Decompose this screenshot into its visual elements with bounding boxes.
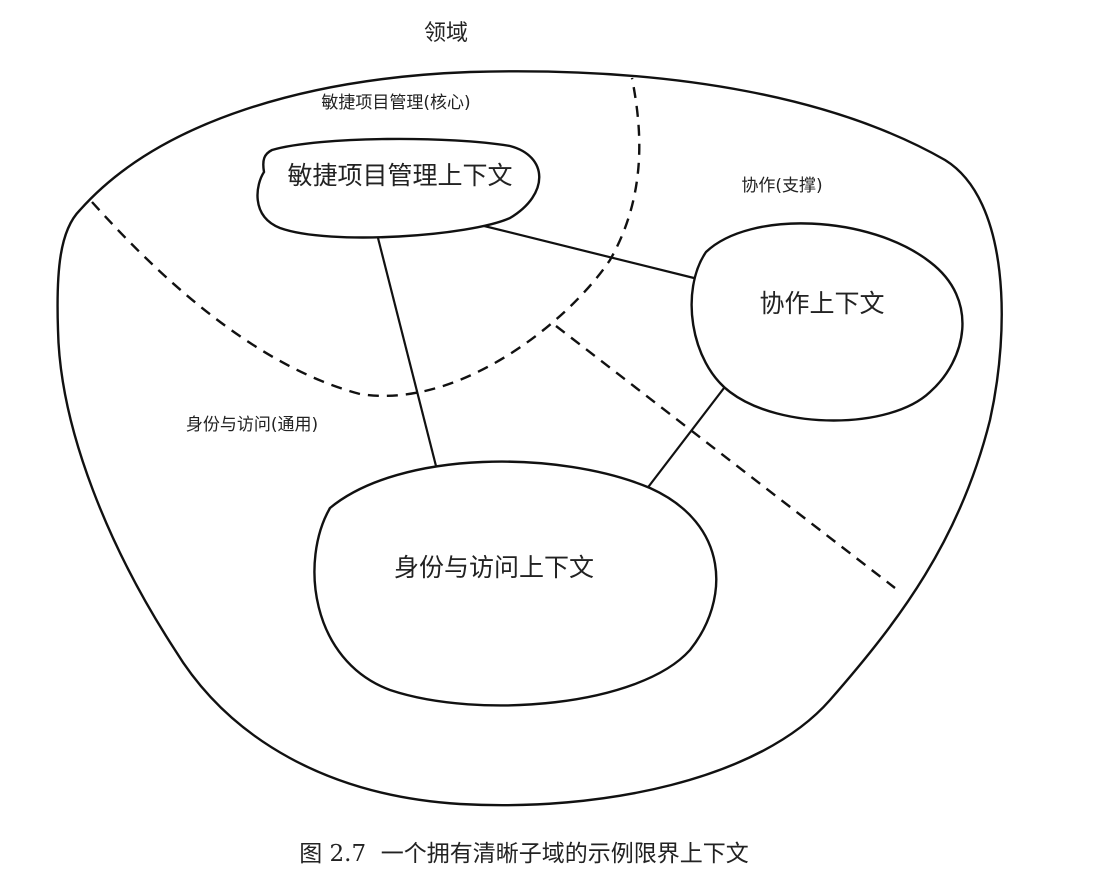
figure-caption: 图 2.7 一个拥有清晰子域的示例限界上下文 — [299, 841, 749, 867]
collaboration-context-label: 协作上下文 — [759, 289, 884, 318]
domain-boundary — [56, 70, 1003, 807]
identity-access-context — [313, 460, 718, 707]
identity-access-context-label: 身份与访问上下文 — [394, 553, 594, 582]
link-agile-collaboration — [475, 222, 703, 282]
collaboration-context — [690, 222, 964, 422]
agile-pm-context — [256, 137, 541, 239]
link-agile-identity — [376, 237, 438, 467]
domain-label: 领域 — [424, 21, 468, 46]
supporting-subdomain-label: 协作(支撑) — [741, 176, 822, 196]
generic-subdomain-label: 身份与访问(通用) — [186, 415, 318, 435]
supporting-generic-divider — [555, 325, 896, 589]
core-subdomain-label: 敏捷项目管理(核心) — [321, 93, 470, 113]
core-subdomain-divider — [91, 77, 641, 397]
link-collaboration-identity — [635, 387, 725, 504]
agile-pm-context-label: 敏捷项目管理上下文 — [287, 161, 512, 190]
